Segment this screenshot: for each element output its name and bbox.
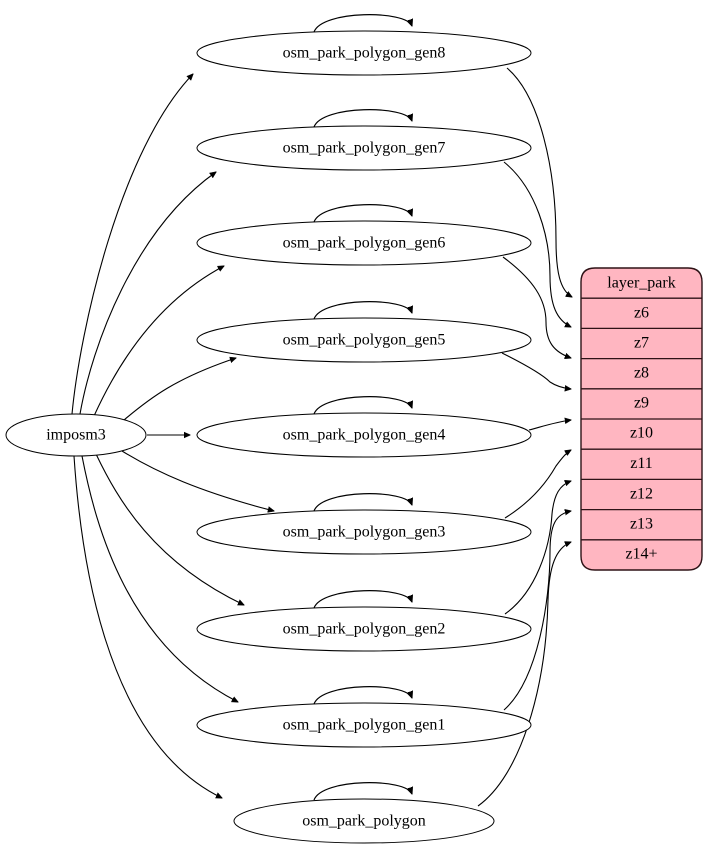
edge-imposm3-to-gen5 bbox=[123, 358, 236, 421]
edge-imposm3-to-gen1 bbox=[81, 455, 238, 702]
gen6-label: osm_park_polygon_gen6 bbox=[283, 235, 446, 252]
imposm3-label: imposm3 bbox=[46, 427, 106, 444]
node-layer-park-table[interactable]: layer_park z6 z7 z8 z9 z10 z11 z12 z13 z… bbox=[580, 267, 703, 571]
self-loop-osm-park-polygon bbox=[313, 782, 412, 801]
layer-park-row-z13[interactable]: z13 bbox=[630, 516, 653, 533]
edge-gen8-to-z6 bbox=[506, 67, 572, 297]
self-loop-gen3 bbox=[313, 493, 412, 512]
gen8-label: osm_park_polygon_gen8 bbox=[283, 45, 446, 62]
gen6-ellipse[interactable] bbox=[196, 220, 532, 266]
osm-park-polygon-ellipse[interactable] bbox=[233, 798, 495, 844]
gen4-ellipse[interactable] bbox=[196, 412, 532, 458]
edge-imposm3-to-gen2 bbox=[95, 453, 244, 605]
node-osm-park-polygon-gen6[interactable]: osm_park_polygon_gen6 bbox=[196, 220, 532, 266]
gen2-ellipse[interactable] bbox=[196, 606, 532, 652]
layer-park-row-z11[interactable]: z11 bbox=[630, 455, 653, 472]
gen5-label: osm_park_polygon_gen5 bbox=[283, 332, 446, 349]
gen2-label: osm_park_polygon_gen2 bbox=[283, 621, 446, 638]
layer-park-row-z7[interactable]: z7 bbox=[634, 335, 649, 352]
edge-imposm3-to-gen7 bbox=[79, 172, 216, 415]
node-osm-park-polygon-gen7[interactable]: osm_park_polygon_gen7 bbox=[196, 125, 532, 171]
node-osm-park-polygon-gen5[interactable]: osm_park_polygon_gen5 bbox=[196, 317, 532, 363]
gen4-label: osm_park_polygon_gen4 bbox=[283, 427, 446, 444]
layer-park-row-z14plus[interactable]: z14+ bbox=[625, 546, 657, 563]
node-osm-park-polygon-gen4[interactable]: osm_park_polygon_gen4 bbox=[196, 412, 532, 458]
node-osm-park-polygon-gen3[interactable]: osm_park_polygon_gen3 bbox=[196, 509, 532, 555]
self-loop-gen8 bbox=[313, 14, 412, 33]
self-loop-gen4 bbox=[313, 396, 412, 415]
edge-imposm3-to-gen6 bbox=[93, 266, 224, 417]
layer-park-row-z9[interactable]: z9 bbox=[634, 395, 649, 412]
osm-park-polygon-label: osm_park_polygon bbox=[302, 813, 426, 830]
self-loop-gen1 bbox=[313, 686, 412, 705]
gen3-ellipse[interactable] bbox=[196, 509, 532, 555]
edge-group-from-imposm3 bbox=[71, 74, 274, 798]
edge-gen1-to-z13 bbox=[503, 511, 571, 711]
layer-park-header-label: layer_park bbox=[607, 275, 675, 292]
self-loop-gen6 bbox=[313, 204, 412, 223]
node-osm-park-polygon-gen1[interactable]: osm_park_polygon_gen1 bbox=[196, 702, 532, 748]
edge-group-to-layer-park bbox=[477, 67, 572, 807]
gen5-ellipse[interactable] bbox=[196, 317, 532, 363]
gen7-label: osm_park_polygon_gen7 bbox=[283, 140, 446, 157]
layer-park-row-dividers bbox=[581, 297, 702, 541]
edge-gen3-to-z11 bbox=[504, 450, 571, 519]
self-loop-gen2 bbox=[313, 590, 412, 609]
node-osm-park-polygon-gen8[interactable]: osm_park_polygon_gen8 bbox=[196, 30, 532, 76]
layer-park-row-z6[interactable]: z6 bbox=[634, 305, 649, 322]
edge-imposm3-to-gen8 bbox=[71, 74, 193, 415]
edge-gen6-to-z8 bbox=[502, 256, 571, 358]
edge-gen5-to-z9 bbox=[501, 352, 571, 389]
gen8-ellipse[interactable] bbox=[196, 30, 532, 76]
gen1-ellipse[interactable] bbox=[196, 702, 532, 748]
self-loop-group bbox=[313, 14, 412, 801]
node-osm-park-polygon-gen2[interactable]: osm_park_polygon_gen2 bbox=[196, 606, 532, 652]
imposm3-ellipse[interactable] bbox=[5, 413, 147, 457]
edge-gen7-to-z7 bbox=[503, 161, 571, 327]
polygon-node-group: osm_park_polygon_gen8 osm_park_polygon_g… bbox=[196, 30, 532, 844]
edge-imposm3-to-osm-park-polygon bbox=[73, 455, 222, 798]
gen1-label: osm_park_polygon_gen1 bbox=[283, 717, 446, 734]
edge-osm-park-polygon-to-z14plus bbox=[477, 542, 571, 807]
edge-gen2-to-z12 bbox=[504, 481, 571, 615]
self-loop-gen5 bbox=[313, 301, 412, 320]
self-loop-gen7 bbox=[313, 109, 412, 128]
gen3-label: osm_park_polygon_gen3 bbox=[283, 524, 446, 541]
edge-imposm3-to-gen3 bbox=[121, 450, 274, 511]
layer-park-row-z12[interactable]: z12 bbox=[630, 486, 653, 503]
gen7-ellipse[interactable] bbox=[196, 125, 532, 171]
node-imposm3[interactable]: imposm3 bbox=[5, 413, 147, 457]
layer-park-row-z10[interactable]: z10 bbox=[630, 425, 653, 442]
layer-park-row-z8[interactable]: z8 bbox=[634, 365, 649, 382]
node-osm-park-polygon[interactable]: osm_park_polygon bbox=[233, 798, 495, 844]
edge-gen4-to-z10 bbox=[528, 420, 571, 431]
